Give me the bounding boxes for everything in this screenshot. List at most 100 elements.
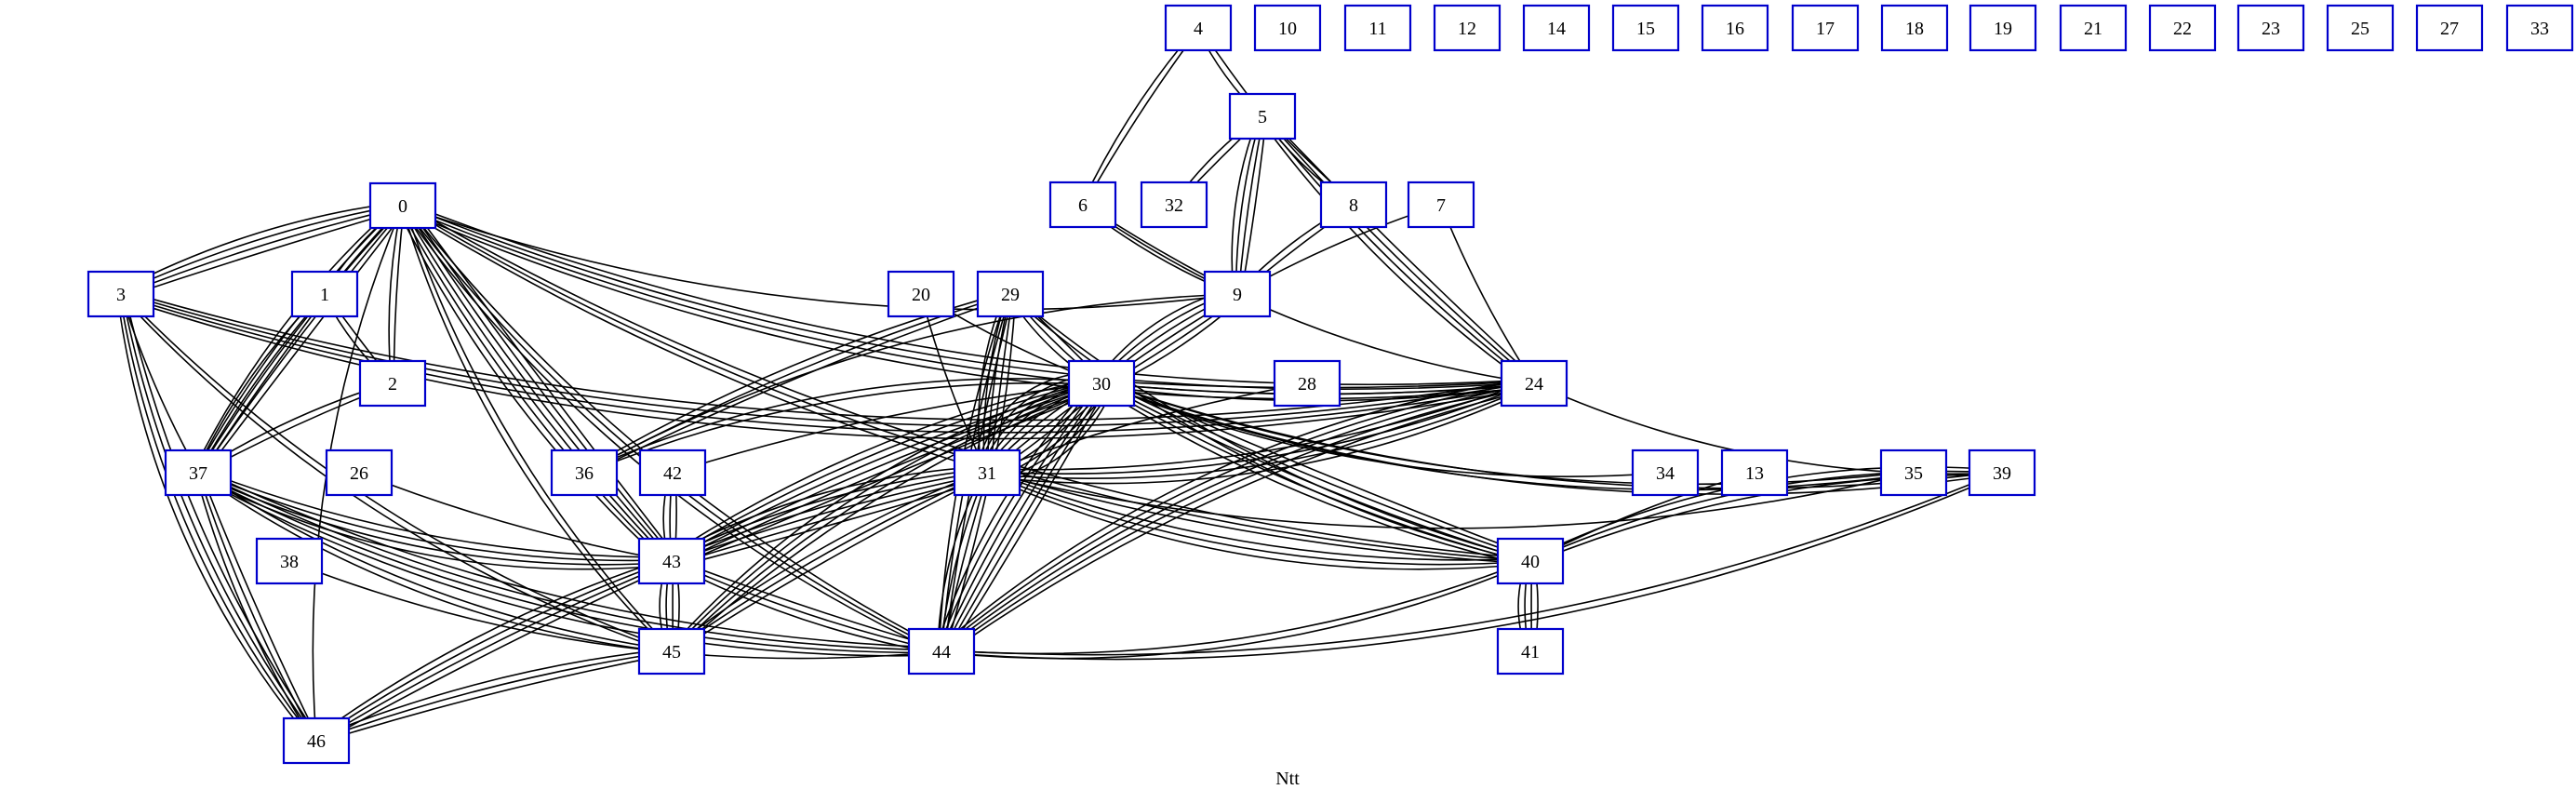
- node-8[interactable]: 8: [1319, 181, 1388, 229]
- edge-3-45: [119, 294, 672, 653]
- node-12[interactable]: 12: [1433, 4, 1502, 52]
- node-2[interactable]: 2: [358, 359, 427, 408]
- edge-30-44: [937, 381, 1099, 650]
- node-9[interactable]: 9: [1203, 270, 1272, 318]
- node-label-25: 25: [2351, 19, 2369, 39]
- node-box-31: [953, 448, 1021, 497]
- node-29[interactable]: 29: [976, 270, 1045, 318]
- edge-30-39: [1101, 383, 2002, 495]
- node-label-6: 6: [1078, 195, 1088, 216]
- edge-5-24: [1264, 113, 1538, 381]
- node-label-40: 40: [1521, 552, 1540, 572]
- node-box-11: [1343, 4, 1412, 52]
- node-36[interactable]: 36: [550, 448, 619, 497]
- node-23[interactable]: 23: [2236, 4, 2305, 52]
- node-33[interactable]: 33: [2505, 4, 2574, 52]
- node-box-0: [368, 181, 437, 230]
- node-41[interactable]: 41: [1496, 627, 1565, 676]
- node-15[interactable]: 15: [1611, 4, 1680, 52]
- node-box-43: [637, 537, 706, 585]
- edge-26-43: [358, 472, 673, 562]
- node-20[interactable]: 20: [887, 270, 955, 318]
- node-11[interactable]: 11: [1343, 4, 1412, 52]
- node-46[interactable]: 46: [282, 716, 351, 765]
- node-label-30: 30: [1092, 374, 1111, 395]
- node-24[interactable]: 24: [1500, 359, 1568, 408]
- node-label-42: 42: [663, 463, 682, 484]
- node-label-1: 1: [320, 285, 329, 305]
- node-box-45: [637, 627, 706, 676]
- node-44[interactable]: 44: [907, 627, 976, 676]
- edge-29-40: [1008, 294, 1530, 564]
- node-35[interactable]: 35: [1879, 448, 1948, 497]
- node-1[interactable]: 1: [290, 270, 359, 318]
- node-40[interactable]: 40: [1496, 537, 1565, 585]
- edge-0-3: [121, 206, 404, 297]
- node-21[interactable]: 21: [2059, 4, 2128, 52]
- node-box-27: [2415, 4, 2484, 52]
- edge-31-45: [672, 474, 989, 655]
- node-17[interactable]: 17: [1791, 4, 1860, 52]
- node-label-34: 34: [1656, 463, 1675, 484]
- node-label-27: 27: [2440, 19, 2459, 39]
- node-38[interactable]: 38: [255, 537, 324, 585]
- node-16[interactable]: 16: [1701, 4, 1769, 52]
- node-19[interactable]: 19: [1969, 4, 2037, 52]
- edge-0-37: [199, 207, 406, 475]
- edge-6-24: [1082, 204, 1535, 384]
- node-28[interactable]: 28: [1273, 359, 1341, 408]
- node-label-3: 3: [116, 285, 126, 305]
- node-39[interactable]: 39: [1968, 448, 2036, 497]
- node-0[interactable]: 0: [368, 181, 437, 230]
- node-45[interactable]: 45: [637, 627, 706, 676]
- node-label-22: 22: [2173, 19, 2192, 39]
- node-27[interactable]: 27: [2415, 4, 2484, 52]
- edge-30-40: [1101, 382, 1531, 562]
- node-18[interactable]: 18: [1880, 4, 1949, 52]
- node-label-9: 9: [1233, 285, 1242, 305]
- node-26[interactable]: 26: [325, 448, 394, 497]
- node-5[interactable]: 5: [1228, 92, 1297, 141]
- node-box-39: [1968, 448, 2036, 497]
- edge-45-46: [316, 652, 673, 744]
- node-14[interactable]: 14: [1522, 4, 1591, 52]
- edge-30-43: [672, 383, 1102, 564]
- edge-31-40: [986, 472, 1531, 566]
- edge-0-43: [398, 207, 670, 565]
- node-37[interactable]: 37: [164, 448, 233, 497]
- node-13[interactable]: 13: [1720, 448, 1789, 497]
- node-22[interactable]: 22: [2148, 4, 2217, 52]
- node-box-24: [1500, 359, 1568, 408]
- node-7[interactable]: 7: [1407, 181, 1475, 229]
- edge-37-46: [199, 471, 320, 741]
- node-label-35: 35: [1904, 463, 1923, 484]
- node-34[interactable]: 34: [1631, 448, 1700, 497]
- node-25[interactable]: 25: [2326, 4, 2395, 52]
- node-box-21: [2059, 4, 2128, 52]
- node-box-19: [1969, 4, 2037, 52]
- node-label-32: 32: [1165, 195, 1183, 216]
- node-32[interactable]: 32: [1140, 181, 1208, 229]
- node-42[interactable]: 42: [638, 448, 707, 497]
- node-label-8: 8: [1349, 195, 1358, 216]
- node-label-13: 13: [1745, 463, 1764, 484]
- node-box-7: [1407, 181, 1475, 229]
- node-43[interactable]: 43: [637, 537, 706, 585]
- node-4[interactable]: 4: [1164, 4, 1233, 52]
- node-label-46: 46: [307, 731, 326, 752]
- node-box-9: [1203, 270, 1272, 318]
- node-label-2: 2: [388, 374, 397, 395]
- node-3[interactable]: 3: [87, 270, 155, 318]
- edge-24-44: [940, 380, 1533, 650]
- node-box-35: [1879, 448, 1948, 497]
- node-box-3: [87, 270, 155, 318]
- edge-37-45: [198, 471, 673, 651]
- edge-0-37: [193, 201, 400, 470]
- node-31[interactable]: 31: [953, 448, 1021, 497]
- node-30[interactable]: 30: [1067, 359, 1136, 408]
- node-10[interactable]: 10: [1253, 4, 1322, 52]
- node-6[interactable]: 6: [1048, 181, 1117, 229]
- edge-28-31: [986, 382, 1308, 474]
- node-label-43: 43: [662, 552, 681, 572]
- edge-43-44: [672, 557, 943, 650]
